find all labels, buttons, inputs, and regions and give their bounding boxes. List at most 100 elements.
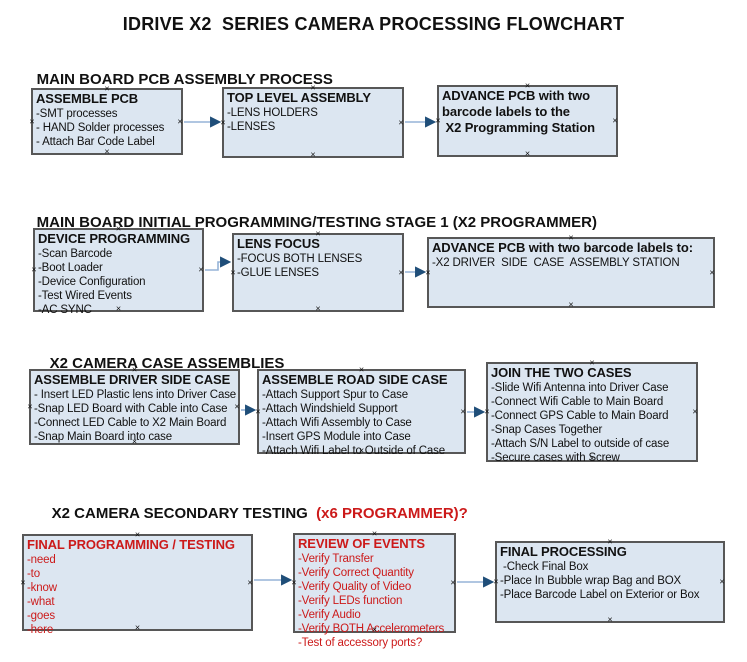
connection-point-icon: × — [315, 303, 321, 314]
box-item: -Secure cases with Screw — [491, 452, 620, 464]
box-item: -Verify LEDs function — [298, 595, 403, 607]
box-item: -Connect LED Cable to X2 Main Board — [34, 417, 227, 429]
box-item: -know — [27, 582, 57, 594]
box-item: -Verify Correct Quantity — [298, 567, 414, 579]
box-item: - HAND Solder processes — [36, 122, 165, 134]
connection-point-icon: × — [692, 406, 698, 417]
connection-point-icon: × — [484, 406, 490, 417]
connection-point-icon: × — [198, 264, 204, 275]
connection-point-icon: × — [291, 577, 297, 588]
box-item: -Test Wired Events — [38, 290, 132, 302]
connection-point-icon: × — [425, 267, 431, 277]
box-item: -SMT processes — [36, 108, 118, 120]
flow-box-review-of-events: REVIEW OF EVENTS -Verify Transfer-Verify… — [291, 529, 456, 649]
connection-point-icon: × — [612, 115, 618, 126]
box-item: -Place Barcode Label on Exterior or Box — [500, 589, 700, 601]
box-item: -Place In Bubble wrap Bag and BOX — [500, 575, 682, 587]
connection-point-icon: × — [607, 614, 613, 625]
box-item: -AC SYNC — [38, 304, 92, 316]
box-item: -Insert GPS Module into Case — [262, 431, 411, 443]
box-item: -Snap LED Board with Cable into Case — [34, 403, 228, 415]
box-item: -LENS HOLDERS — [227, 107, 318, 119]
box-item: -Verify BOTH Accelerometers — [298, 623, 445, 635]
flow-arrow-row2-a-b — [205, 256, 232, 271]
box-items: -Attach Support Spur to Case -Attach Wind… — [262, 388, 461, 458]
box-item: - Attach Bar Code Label — [36, 136, 155, 148]
box-items: -Slide Wifi Antenna into Driver Case-Con… — [491, 381, 693, 465]
box-item: - Insert LED Plastic lens into Driver Ca… — [34, 389, 237, 401]
box-title: JOIN THE TWO CASES — [491, 365, 632, 380]
connection-point-icon: × — [450, 577, 456, 588]
box-items: -SMT processes - HAND Solder processes - A… — [36, 107, 178, 149]
connection-point-icon: × — [398, 117, 404, 127]
box-item: -to — [27, 568, 40, 580]
flow-box-final-programming-testing: FINAL PROGRAMMING / TESTING -need-to-kno… — [20, 530, 253, 636]
connection-point-icon: × — [719, 576, 725, 587]
box-items: -Scan Barcode-Boot Loader-Device Configu… — [38, 247, 199, 317]
section-heading-pcb-assembly: MAIN BOARD PCB ASSEMBLY PROCESS — [20, 54, 333, 88]
box-item: -Verify Quality of Video — [298, 581, 412, 593]
box-item: -Check Final Box — [500, 561, 589, 573]
connection-point-icon: × — [493, 576, 499, 587]
section-heading-text: MAIN BOARD PCB ASSEMBLY PROCESS — [36, 71, 333, 88]
flow-box-device-programming: DEVICE PROGRAMMING -Scan Barcode-Boot Lo… — [31, 224, 204, 316]
box-title: REVIEW OF EVENTS — [298, 536, 425, 551]
connection-point-icon: × — [177, 116, 183, 126]
box-item: -Verify Audio — [298, 609, 361, 621]
box-item: -Snap Main Board into case — [34, 431, 173, 443]
box-title: LENS FOCUS — [237, 236, 320, 251]
connection-point-icon: × — [31, 264, 37, 275]
box-item: -here — [27, 624, 54, 636]
connection-point-icon: × — [460, 406, 466, 416]
connection-point-icon: × — [568, 299, 574, 310]
box-title: ASSEMBLE ROAD SIDE CASE — [262, 372, 448, 387]
box-items: -Verify Transfer-Verify Correct Quantity… — [298, 552, 451, 650]
box-item: -what — [27, 596, 55, 608]
section-heading-text: MAIN BOARD INITIAL PROGRAMMING/TESTING S… — [36, 214, 597, 231]
box-item: -Snap Cases Together — [491, 424, 603, 436]
box-title: FINAL PROCESSING — [500, 544, 627, 559]
box-item: -Device Configuration — [38, 276, 146, 288]
connection-point-icon: × — [29, 116, 35, 126]
box-items: -FOCUS BOTH LENSES -GLUE LENSES — [237, 252, 399, 280]
connection-point-icon: × — [310, 149, 316, 160]
box-items: -LENS HOLDERS -LENSES — [227, 106, 399, 134]
flow-box-join-the-two-cases: JOIN THE TWO CASES -Slide Wifi Antenna i… — [484, 358, 698, 465]
box-item: -X2 DRIVER SIDE CASE ASSEMBLY STATION — [432, 257, 680, 269]
box-item: -LENSES — [227, 121, 276, 133]
box-title: TOP LEVEL ASSEMBLY — [227, 90, 371, 105]
connection-point-icon: × — [27, 401, 33, 412]
box-title: ADVANCE PCB with two barcode labels to t… — [442, 88, 596, 135]
box-item: -FOCUS BOTH LENSES — [237, 253, 363, 265]
box-item: -GLUE LENSES — [237, 267, 319, 279]
flow-box-final-processing: FINAL PROCESSING -Check Final Box -Place … — [493, 537, 725, 625]
connection-point-icon: × — [709, 267, 715, 277]
flow-box-advance-pcb-programming-station: ADVANCE PCB with two barcode labels to t… — [435, 81, 618, 159]
flow-box-assemble-driver-side-case: ASSEMBLE DRIVER SIDE CASE - Insert LED P… — [27, 365, 240, 446]
box-item: -Boot Loader — [38, 262, 103, 274]
box-items: -Check Final Box -Place In Bubble wrap Ba… — [500, 560, 720, 602]
box-item: -Attach Windshield Support — [262, 403, 398, 415]
flow-box-advance-pcb-driver-side-station: ADVANCE PCB with two barcode labels to: … — [425, 233, 715, 310]
section-heading-case-assemblies: X2 CAMERA CASE ASSEMBLIES — [33, 338, 285, 372]
connection-point-icon: × — [234, 401, 240, 412]
box-item: -Connect Wifi Cable to Main Board — [491, 396, 664, 408]
box-title: ASSEMBLE DRIVER SIDE CASE — [34, 372, 231, 387]
connection-point-icon: × — [20, 577, 26, 587]
box-title: ADVANCE PCB with two barcode labels to: — [432, 240, 693, 255]
box-item: -Attach Support Spur to Case — [262, 389, 409, 401]
connection-point-icon: × — [524, 148, 531, 159]
connection-point-icon: × — [435, 115, 441, 126]
box-title: FINAL PROGRAMMING / TESTING — [27, 537, 235, 552]
box-item: -Attach S/N Label to outside of case — [491, 438, 670, 450]
section-heading-initial-programming: MAIN BOARD INITIAL PROGRAMMING/TESTING S… — [20, 197, 597, 231]
flow-box-top-level-assembly: TOP LEVEL ASSEMBLY -LENS HOLDERS-LENSES … — [220, 83, 404, 160]
section-heading-secondary-testing: X2 CAMERA SECONDARY TESTING (x6 PROGRAMM… — [35, 488, 468, 522]
section-heading-text: X2 CAMERA CASE ASSEMBLIES — [49, 355, 285, 372]
connection-point-icon: × — [220, 117, 226, 127]
flow-box-assemble-pcb: ASSEMBLE PCB -SMT processes- HAND Solder… — [29, 84, 183, 156]
connection-point-icon: × — [255, 406, 261, 416]
box-items: - Insert LED Plastic lens into Driver Ca… — [34, 388, 237, 444]
box-item: -Attach Wifi Label to Outside of Case — [262, 445, 446, 457]
